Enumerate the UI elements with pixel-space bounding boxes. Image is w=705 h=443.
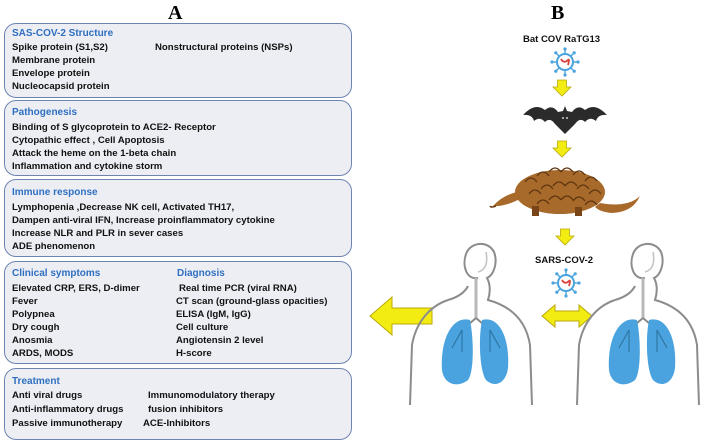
- pangolin-icon: [489, 167, 640, 216]
- double-arrow-icon: [541, 303, 593, 329]
- sars-cov-2-label: SARS-COV-2: [535, 255, 594, 266]
- diagnosis-item: Angiotensin 2 level: [176, 335, 264, 346]
- structure-box: SAS-COV-2 Structure Spike protein (S1,S2…: [4, 23, 352, 98]
- treatment-item: Immunomodulatory therapy: [148, 390, 275, 401]
- panel-a-label: A: [168, 2, 183, 24]
- diagnosis-item: H-score: [176, 348, 212, 359]
- immune-item: Lymphopenia ,Decrease NK cell, Activated…: [12, 202, 235, 213]
- down-arrow-icon: [552, 140, 572, 158]
- pathogenesis-title: Pathogenesis: [12, 107, 78, 118]
- pathogenesis-item: Cytopathic effect , Cell Apoptosis: [12, 135, 165, 146]
- treatment-item: ACE-Inhibitors: [143, 418, 211, 429]
- pathogenesis-item: Binding of S glycoprotein to ACE2- Recep…: [12, 122, 216, 133]
- bat-icon: [523, 106, 607, 134]
- treatment-item: Anti-inflammatory drugs: [12, 404, 124, 415]
- diagnosis-item: ELISA (IgM, IgG): [176, 309, 251, 320]
- left-arrow-icon: [369, 295, 433, 337]
- diagnosis-title: Diagnosis: [177, 268, 225, 279]
- structure-item: Envelope protein: [12, 68, 90, 79]
- immune-title: Immune response: [12, 187, 98, 198]
- immune-box: Immune response Lymphopenia ,Decrease NK…: [4, 179, 352, 257]
- diagnosis-item: Cell culture: [176, 322, 229, 333]
- clinical-item: Anosmia: [12, 335, 53, 346]
- treatment-item: Anti viral drugs: [12, 390, 83, 401]
- human-lungs-icon-left: [409, 243, 533, 406]
- structure-title: SAS-COV-2 Structure: [12, 28, 114, 39]
- virus-icon-top: [549, 46, 581, 78]
- treatment-title: Treatment: [12, 376, 60, 387]
- clinical-item: Polypnea: [12, 309, 55, 320]
- treatment-item: fusion inhibitors: [148, 404, 224, 415]
- bat-cov-label: Bat COV RaTG13: [523, 34, 601, 45]
- structure-item: Nonstructural proteins (NSPs): [155, 42, 293, 53]
- pathogenesis-item: Attack the heme on the 1-beta chain: [12, 148, 177, 159]
- treatment-box: Treatment Anti viral drugs Anti-inflamma…: [4, 368, 352, 440]
- clinical-title: Clinical symptoms: [12, 268, 101, 279]
- clinical-item: Elevated CRP, ERS, D-dimer: [12, 283, 140, 294]
- pathogenesis-box: Pathogenesis Binding of S glycoprotein t…: [4, 100, 352, 176]
- diagnosis-item: CT scan (ground-glass opacities): [176, 296, 328, 307]
- immune-item: ADE phenomenon: [12, 241, 96, 252]
- structure-item: Spike protein (S1,S2): [12, 42, 108, 53]
- pathogenesis-item: Inflammation and cytokine storm: [12, 161, 163, 172]
- clinical-item: Fever: [12, 296, 38, 307]
- virus-icon-middle: [550, 267, 582, 299]
- human-lungs-icon-right: [576, 243, 700, 406]
- structure-item: Nucleocapsid protein: [12, 81, 110, 92]
- structure-item: Membrane protein: [12, 55, 96, 66]
- panel-b-label: B: [551, 2, 565, 24]
- clinical-box: Clinical symptoms Elevated CRP, ERS, D-d…: [4, 261, 352, 364]
- immune-item: Increase NLR and PLR in sever cases: [12, 228, 184, 239]
- immune-item: Dampen anti-viral IFN, Increase proinfla…: [12, 215, 275, 226]
- clinical-item: Dry cough: [12, 322, 60, 333]
- down-arrow-icon: [552, 79, 572, 97]
- diagnosis-item: Real time PCR (viral RNA): [179, 283, 297, 294]
- treatment-item: Passive immunotherapy: [12, 418, 123, 429]
- down-arrow-icon: [555, 228, 575, 246]
- clinical-item: ARDS, MODS: [12, 348, 74, 359]
